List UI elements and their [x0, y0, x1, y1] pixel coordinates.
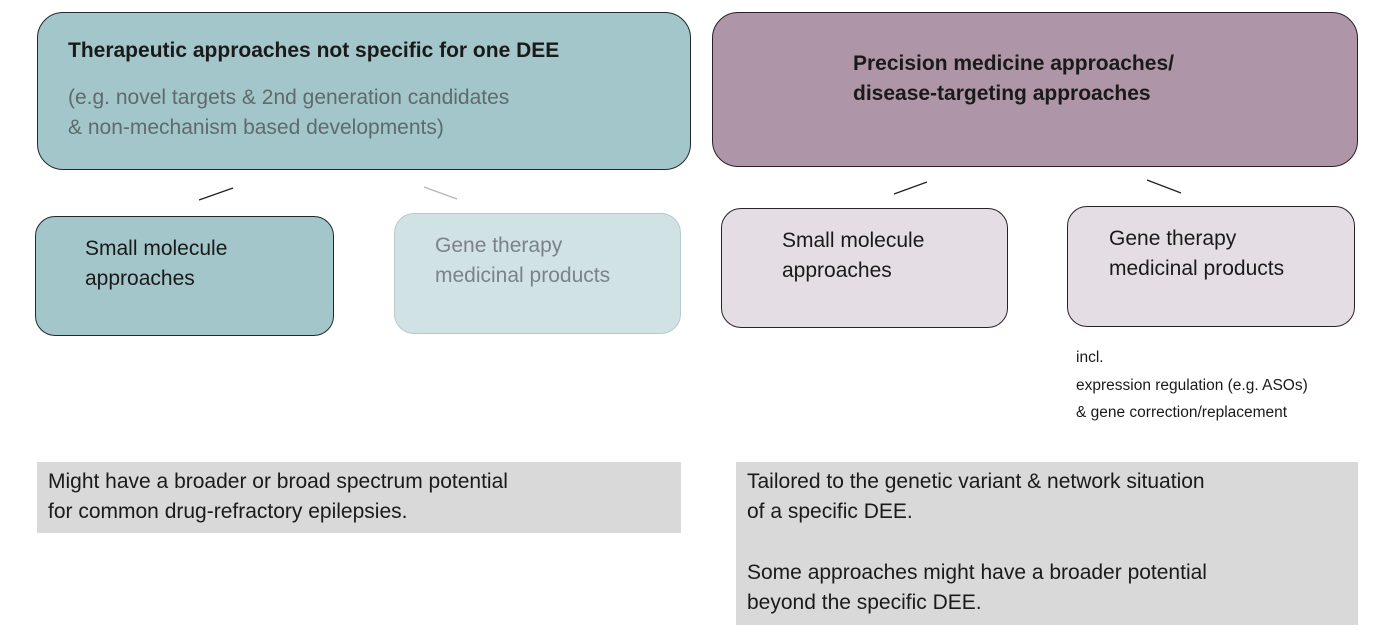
tailored-text: Tailored to the genetic variant & networ…	[747, 470, 1205, 523]
non-specific-approaches-examples: (e.g. novel targets & 2nd generation can…	[68, 86, 510, 139]
broad-potential-panel: Might have a broader or broad spectrum p…	[37, 462, 681, 533]
left-gene-therapy-box: Gene therapy medicinal products	[394, 213, 681, 334]
connector-left-gene-therapy	[423, 186, 458, 200]
right-gene-therapy-box: Gene therapy medicinal products	[1067, 206, 1355, 327]
right-small-molecule-label: Small molecule approaches	[782, 229, 925, 282]
right-small-molecule-box: Small molecule approaches	[721, 208, 1008, 328]
left-gene-therapy-label: Gene therapy medicinal products	[435, 234, 611, 287]
non-specific-approaches-title: Therapeutic approaches not specific for …	[68, 39, 560, 62]
right-gene-therapy-label: Gene therapy medicinal products	[1109, 227, 1285, 280]
gene-therapy-note: incl. expression regulation (e.g. ASOs) …	[1076, 349, 1308, 421]
non-specific-approaches-box: Therapeutic approaches not specific for …	[37, 12, 691, 170]
left-small-molecule-label: Small molecule approaches	[85, 237, 228, 290]
connector-right-gene-therapy	[1146, 179, 1182, 194]
precision-medicine-title: Precision medicine approaches/ disease-t…	[853, 52, 1174, 105]
precision-medicine-box: Precision medicine approaches/ disease-t…	[712, 12, 1358, 167]
broader-potential-text: Some approaches might have a broader pot…	[747, 561, 1207, 614]
broad-potential-text: Might have a broader or broad spectrum p…	[48, 470, 508, 523]
connector-left-small-molecule	[198, 187, 234, 201]
tailored-panel: Tailored to the genetic variant & networ…	[736, 462, 1358, 625]
connector-right-small-molecule	[893, 181, 928, 195]
left-small-molecule-box: Small molecule approaches	[35, 216, 334, 336]
